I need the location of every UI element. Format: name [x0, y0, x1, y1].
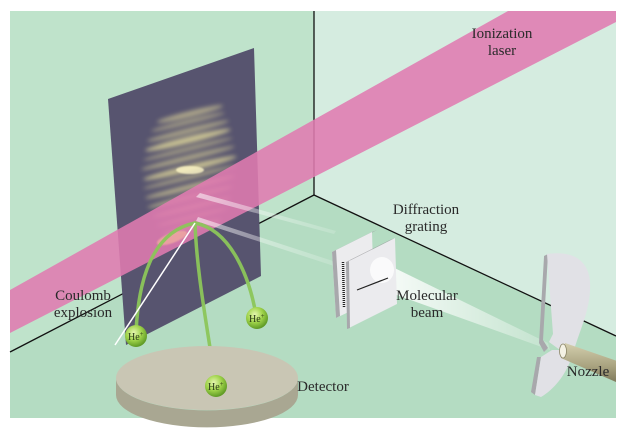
label-coulomb-explosion-line1: Coulomb [55, 288, 111, 304]
grating-plate-front-edge [346, 238, 395, 262]
diffraction-grating [332, 230, 397, 329]
molecular-beam [372, 257, 550, 350]
label-molecular-beam-line2: beam [410, 305, 444, 321]
ionization-laser-beam [10, 11, 616, 333]
diffracted-beam-upper [196, 193, 336, 234]
nozzle-plate-upper [547, 253, 591, 350]
label-diffraction-grating-line2: grating [404, 219, 448, 235]
ion-trajectory [193, 221, 258, 317]
frame-mask-right [616, 0, 622, 430]
detector-side [116, 378, 298, 428]
label-molecular-beam-line1: Molecular [396, 288, 458, 304]
grating-slit [356, 277, 389, 291]
svg-text:He+: He+ [249, 312, 265, 325]
label-ionization-laser-line1: Ionization [471, 26, 533, 42]
fringe-highlight [176, 166, 204, 174]
label-molecular-beam: Molecular beam [384, 288, 470, 322]
label-coulomb-explosion: Coulomb explosion [42, 288, 124, 322]
ion-sphere [205, 375, 227, 397]
ion-he-bottom: He+ [205, 375, 227, 397]
grating-plate-back-side [332, 250, 340, 318]
fringe [157, 105, 223, 123]
fringe [141, 146, 235, 170]
detector-top [116, 346, 298, 410]
nozzle-tube-opening [559, 343, 567, 359]
label-diffraction-grating: Diffraction grating [383, 202, 469, 236]
label-coulomb-explosion-line2: explosion [53, 305, 113, 321]
fringe [151, 112, 225, 132]
ion-sphere [125, 325, 147, 347]
diffracted-beam-lower [196, 217, 336, 266]
label-ionization-laser: Ionization laser [456, 26, 548, 60]
coulomb-explosion-pointer [114, 222, 196, 346]
label-detector: Detector [297, 379, 349, 395]
svg-text:He+: He+ [128, 330, 144, 343]
nozzle-tube [561, 343, 620, 382]
ion-sphere [246, 307, 268, 329]
nozzle-plate-lower [535, 350, 574, 397]
label-ionization-laser-line2: laser [487, 43, 517, 59]
grating-plate-front-side [346, 261, 350, 329]
fringe [145, 128, 231, 152]
label-diffraction-grating-line1: Diffraction [392, 202, 460, 218]
ion-trajectory [134, 221, 197, 335]
detector [116, 346, 298, 428]
ion-he-right: He+ [246, 307, 268, 329]
fringe [143, 165, 237, 189]
label-nozzle: Nozzle [566, 364, 610, 380]
ion-he-left: He+ [125, 325, 147, 347]
nozzle-plate-edge [539, 254, 548, 352]
nozzle [531, 253, 620, 397]
beam-spot [370, 257, 394, 283]
svg-text:He+: He+ [208, 380, 224, 393]
grating-slits [341, 261, 346, 308]
nozzle-plate-lower-edge [531, 357, 541, 395]
fringe [147, 120, 229, 142]
fringe [143, 137, 233, 161]
